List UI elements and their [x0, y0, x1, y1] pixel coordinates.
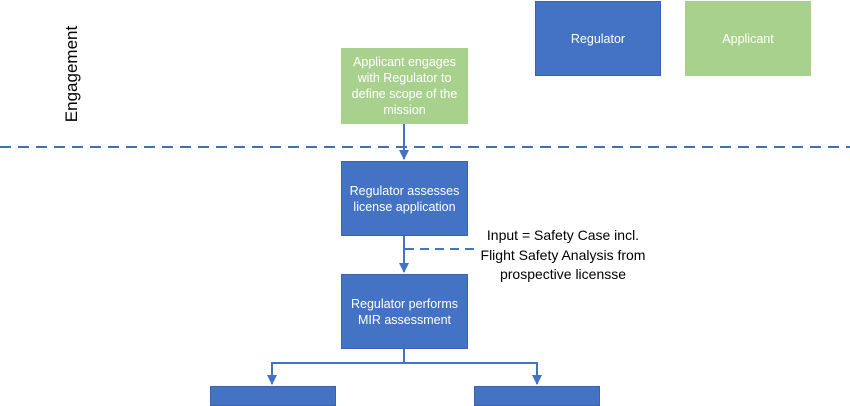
step-mir-assessment-text: Regulator performs MIR assessment [351, 296, 458, 327]
step-applicant-engages-text: Applicant engages with Regulator to defi… [351, 55, 458, 117]
legend-applicant-label: Applicant [722, 31, 774, 46]
legend-regulator-label: Regulator [570, 31, 626, 46]
legend-applicant: Applicant [685, 1, 811, 76]
step-regulator-assesses-text: Regulator assesses license application [349, 183, 460, 214]
legend-regulator: Regulator [535, 1, 661, 76]
step-applicant-engages: Applicant engages with Regulator to defi… [341, 48, 468, 124]
step-regulator-assesses: Regulator assesses license application [341, 161, 468, 236]
step-mir-assessment: Regulator performs MIR assessment [341, 274, 468, 349]
step-branch-left [210, 386, 336, 406]
step-branch-right [474, 386, 600, 406]
input-note: Input = Safety Case incl. Flight Safety … [480, 227, 646, 282]
